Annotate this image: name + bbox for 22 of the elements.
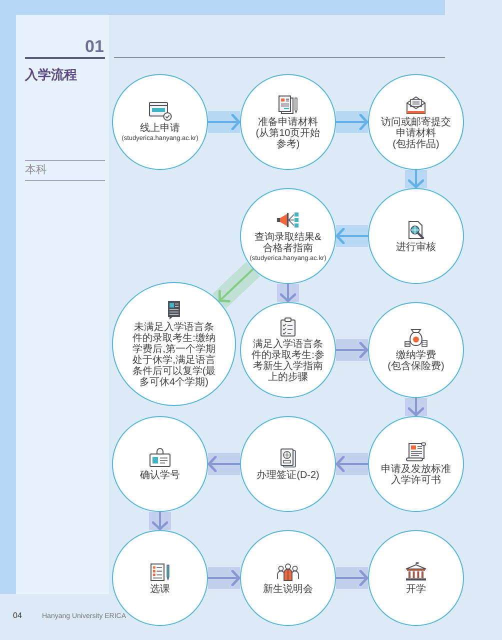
step-label: 未满足入学语言条件的录取考生:缴纳学费后,第一个学期处于休学,满足语言条件后可以复学(最多可休4个学期) [132,322,216,388]
step-label: 满足入学语言条件的录取考生:参考新生入学指南上的步骤 [251,339,325,383]
step-label: 选课 [150,584,170,594]
arrow [218,268,254,302]
step-label: 准备申请材料 [258,116,318,128]
step-label: 申请及发放标准入学许可书 [380,464,452,486]
step-label: 新生说明会 [263,584,313,594]
category-label: 本科 [25,163,47,177]
page-number: 04 [13,611,22,621]
step-label: 缴纳学费 [396,350,436,361]
step-sublabel: (包括作品) [392,138,440,150]
step-sublabel: (从第10页开始参考) [254,128,322,150]
step-label: 办理签证(D-2) [256,470,320,480]
section-title: 入学流程 [25,67,77,83]
step-label: 线上申请 [140,123,180,134]
step-label: 查询录取结果&合格者指南 [254,232,322,254]
step-label: 访问或邮寄提交申请材料 [380,116,452,138]
step-label: 进行审核 [396,242,436,252]
step-label: 开学 [406,584,426,594]
step-label: 确认学号 [140,470,180,480]
step-sublabel: (包含保险费) [388,361,444,372]
section-number: 01 [85,37,104,57]
